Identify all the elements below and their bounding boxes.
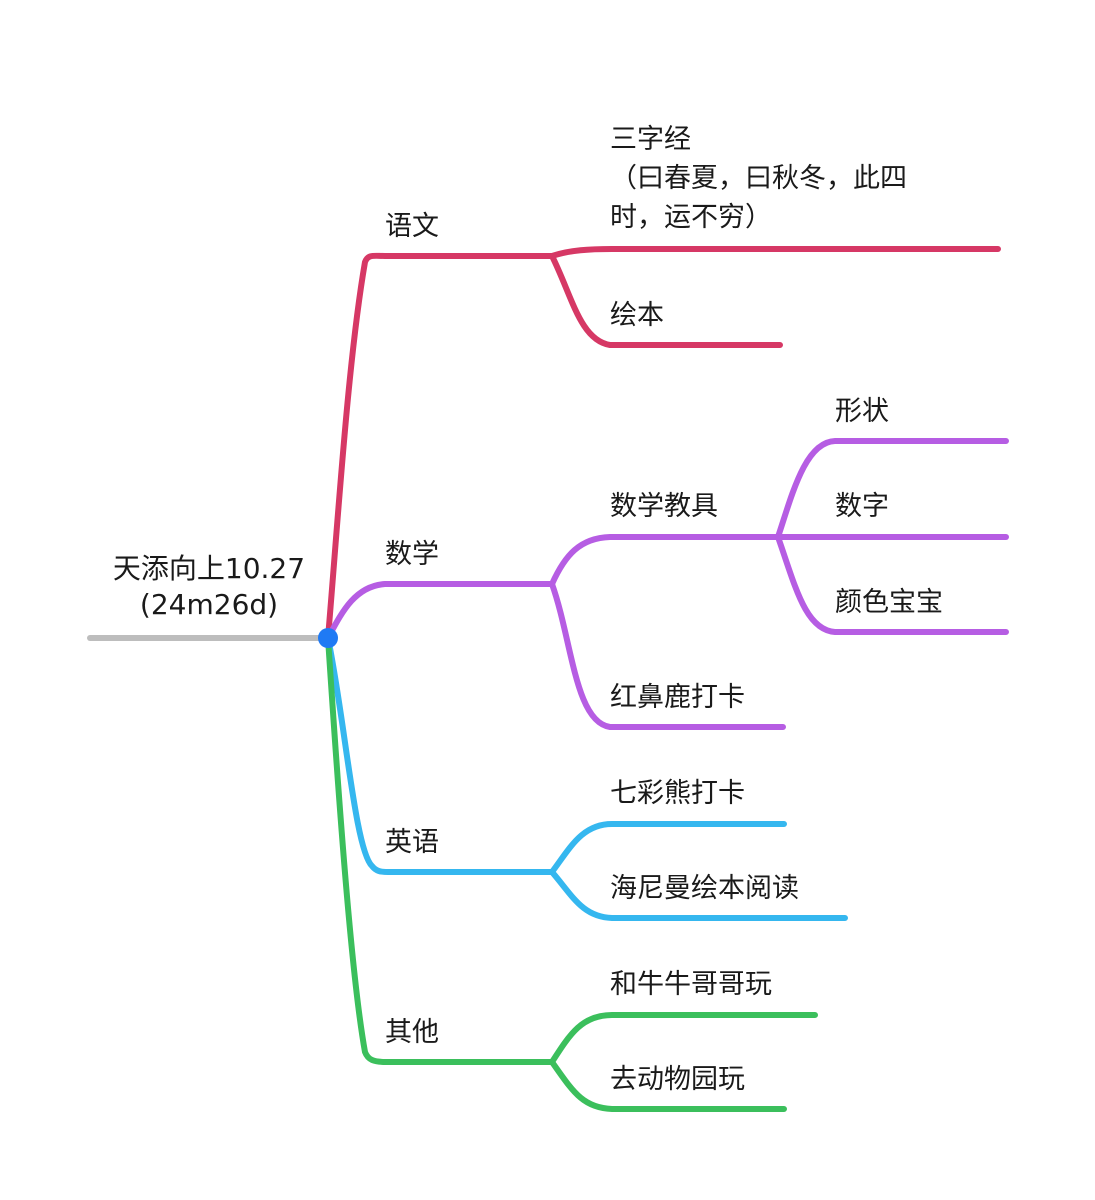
leaf-line-dongwuyuan (549, 1059, 787, 1112)
leaf-line-sanzijing (549, 246, 1001, 259)
branch-line-math (325, 581, 555, 641)
leaf-sanzijing-line3: 时，运不穷） (610, 202, 772, 234)
branch-line-chinese (325, 252, 555, 641)
leaf-line-jiaoju (549, 534, 781, 587)
branch-line-other (325, 635, 555, 1065)
root-node-dot (318, 628, 338, 648)
branch-line-english (325, 635, 555, 875)
leaf-sanzijing-line1: 三字经 (610, 124, 691, 155)
leaf-hainiman-huiben: 海尼曼绘本阅读 (610, 873, 799, 904)
leaf-hongbilu-daka: 红鼻鹿打卡 (610, 682, 745, 713)
leaf-line-huiben (549, 253, 783, 348)
leaf-huiben: 绘本 (610, 300, 664, 331)
root-subtitle: (24m26d) (139, 588, 279, 622)
leaf-line-yanse (775, 534, 1009, 635)
branch-label-other: 其他 (385, 1017, 439, 1048)
leaf-shuxue-jiaoju: 数学教具 (610, 491, 718, 522)
leaf-sanzijing: 三字经 （曰春夏，曰秋冬，此四 时，运不穷） (610, 120, 907, 237)
branch-label-chinese: 语文 (385, 211, 439, 242)
leaf-line-hongbilu (549, 581, 786, 730)
leaf-line-xingzhuang (775, 438, 1009, 540)
branch-label-math: 数学 (385, 539, 439, 570)
leaf-line-qicaixiong (549, 821, 787, 875)
leaf-shuzi: 数字 (835, 491, 889, 522)
leaf-line-hainiman (549, 869, 848, 921)
root-node: 天添向上10.27 (24m26d) (100, 551, 318, 624)
leaf-yanse-baobao: 颜色宝宝 (835, 587, 943, 618)
leaf-dongwuyuan: 去动物园玩 (610, 1064, 745, 1095)
leaf-line-niuniu (549, 1012, 818, 1065)
leaf-niuniu-gege: 和牛牛哥哥玩 (610, 969, 772, 1000)
leaf-qicaixiong-daka: 七彩熊打卡 (610, 778, 745, 809)
leaf-xingzhuang: 形状 (835, 396, 889, 427)
branch-label-english: 英语 (385, 827, 439, 858)
leaf-sanzijing-line2: （曰春夏，曰秋冬，此四 (610, 163, 907, 195)
root-title: 天添向上10.27 (112, 552, 306, 585)
